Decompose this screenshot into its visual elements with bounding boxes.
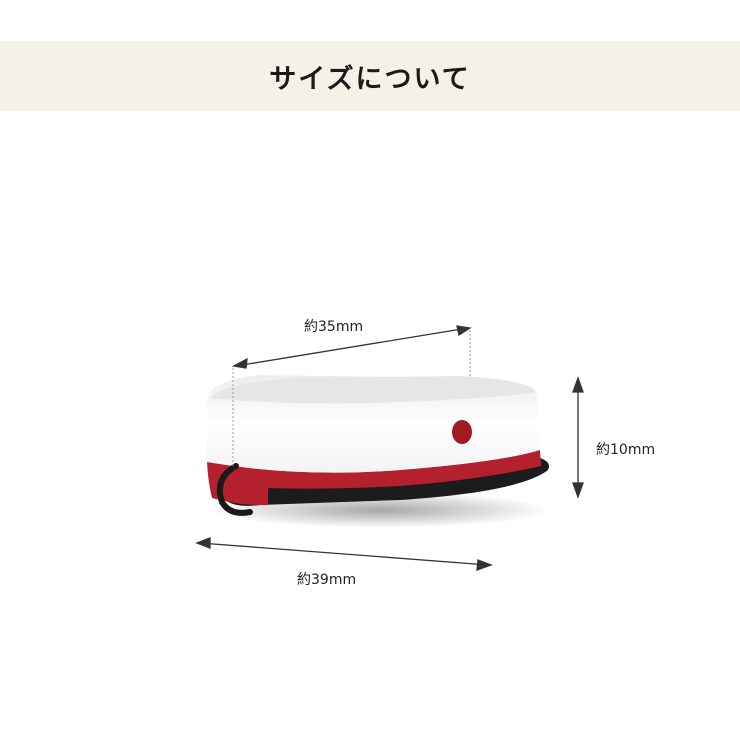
section-header-banner: サイズについて xyxy=(0,41,740,111)
bottom-width-arrow xyxy=(195,537,493,571)
cap-cord xyxy=(216,463,253,516)
top-width-label: 約35mm xyxy=(304,319,364,335)
section-title: サイズについて xyxy=(269,63,471,95)
cap-band xyxy=(207,450,541,506)
height-arrow xyxy=(572,376,584,499)
cap-dot xyxy=(452,420,472,444)
height-label: 約10mm xyxy=(596,442,656,458)
cap-top xyxy=(210,376,536,404)
top-width-arrow xyxy=(232,325,472,369)
bottom-width-label: 約39mm xyxy=(297,572,357,588)
